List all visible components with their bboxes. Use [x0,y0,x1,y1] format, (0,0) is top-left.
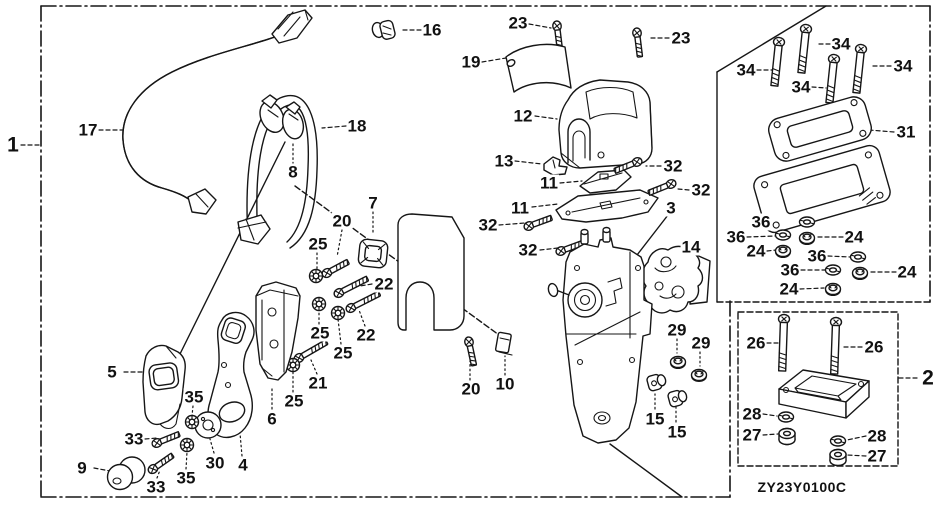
part-8-connector [259,94,305,140]
callout-7: 7 [367,193,379,213]
callout-15: 15 [666,422,688,442]
callout-34: 34 [830,34,852,54]
part-11-latch-plate [555,169,659,223]
callout-22: 22 [355,325,377,345]
part-17-switch-cable [122,9,313,215]
callout-30: 30 [204,453,226,473]
callout-1: 1 [6,133,20,157]
callout-34: 34 [735,60,757,80]
callout-32: 32 [517,240,539,260]
callout-18: 18 [346,116,368,136]
assembly-lines [178,141,683,498]
callout-34: 34 [790,77,812,97]
part-6-bracket [255,281,301,381]
leader-lines [20,23,920,479]
part-lower-gasket [753,144,891,234]
callout-25: 25 [332,343,354,363]
part-19-strip [505,43,572,93]
callout-11: 11 [539,173,559,193]
part-7-grommet [357,238,389,269]
callout-24: 24 [843,227,865,247]
part-5-cover [142,344,186,430]
callout-23: 23 [507,13,529,33]
callout-32: 32 [662,156,684,176]
callout-20: 20 [460,379,482,399]
callout-14: 14 [680,237,702,257]
callout-21: 21 [307,373,329,393]
part-30-disc [194,411,222,439]
callout-36: 36 [750,212,772,232]
callout-16: 16 [421,20,443,40]
callout-2: 2 [921,366,935,390]
part-housing-body [547,226,653,444]
callout-11: 11 [510,198,530,218]
part-4-arm [207,311,255,439]
callout-24: 24 [896,262,918,282]
callout-25: 25 [307,234,329,254]
callout-25: 25 [309,323,331,343]
callout-36: 36 [725,227,747,247]
part-16-grommet [371,19,396,40]
callout-29: 29 [690,333,712,353]
callout-26: 26 [745,333,767,353]
callout-12: 12 [512,106,534,126]
part-18-wire-loop [237,94,318,249]
callout-32: 32 [690,180,712,200]
part-31-gasket [768,96,872,162]
callout-29: 29 [666,320,688,340]
part-12-cover [558,79,653,169]
callout-22: 22 [373,274,395,294]
callout-8: 8 [287,162,299,182]
callout-32: 32 [477,215,499,235]
callout-27: 27 [866,446,888,466]
callout-15: 15 [644,409,666,429]
callout-17: 17 [77,120,99,140]
callout-19: 19 [460,52,482,72]
callout-5: 5 [106,362,118,382]
box-2-outline [737,311,899,467]
callout-35: 35 [183,387,205,407]
figure-code: ZY23Y0100C [757,479,847,495]
callout-20: 20 [331,211,353,231]
callout-13: 13 [493,151,515,171]
callout-26: 26 [863,337,885,357]
callout-28: 28 [866,426,888,446]
callout-36: 36 [779,260,801,280]
callout-35: 35 [175,468,197,488]
callout-4: 4 [237,455,249,475]
callout-10: 10 [494,374,516,394]
part-13-clip [543,156,568,176]
part-template-plate [397,213,465,331]
callout-33: 33 [123,429,145,449]
callout-28: 28 [741,404,763,424]
callout-33: 33 [145,477,167,497]
callout-36: 36 [806,246,828,266]
callout-6: 6 [266,409,278,429]
callout-25: 25 [283,391,305,411]
callout-24: 24 [745,241,767,261]
part-14-bracket [641,245,711,314]
callout-27: 27 [741,425,763,445]
callout-31: 31 [895,122,917,142]
part-9-knob [106,456,146,491]
part-spacer-block [778,369,870,419]
callout-34: 34 [892,56,914,76]
callout-3: 3 [665,198,677,218]
callout-23: 23 [670,28,692,48]
callout-9: 9 [76,458,88,478]
callout-24: 24 [778,279,800,299]
frame-borders [40,5,931,498]
part-10-clip [494,331,513,356]
